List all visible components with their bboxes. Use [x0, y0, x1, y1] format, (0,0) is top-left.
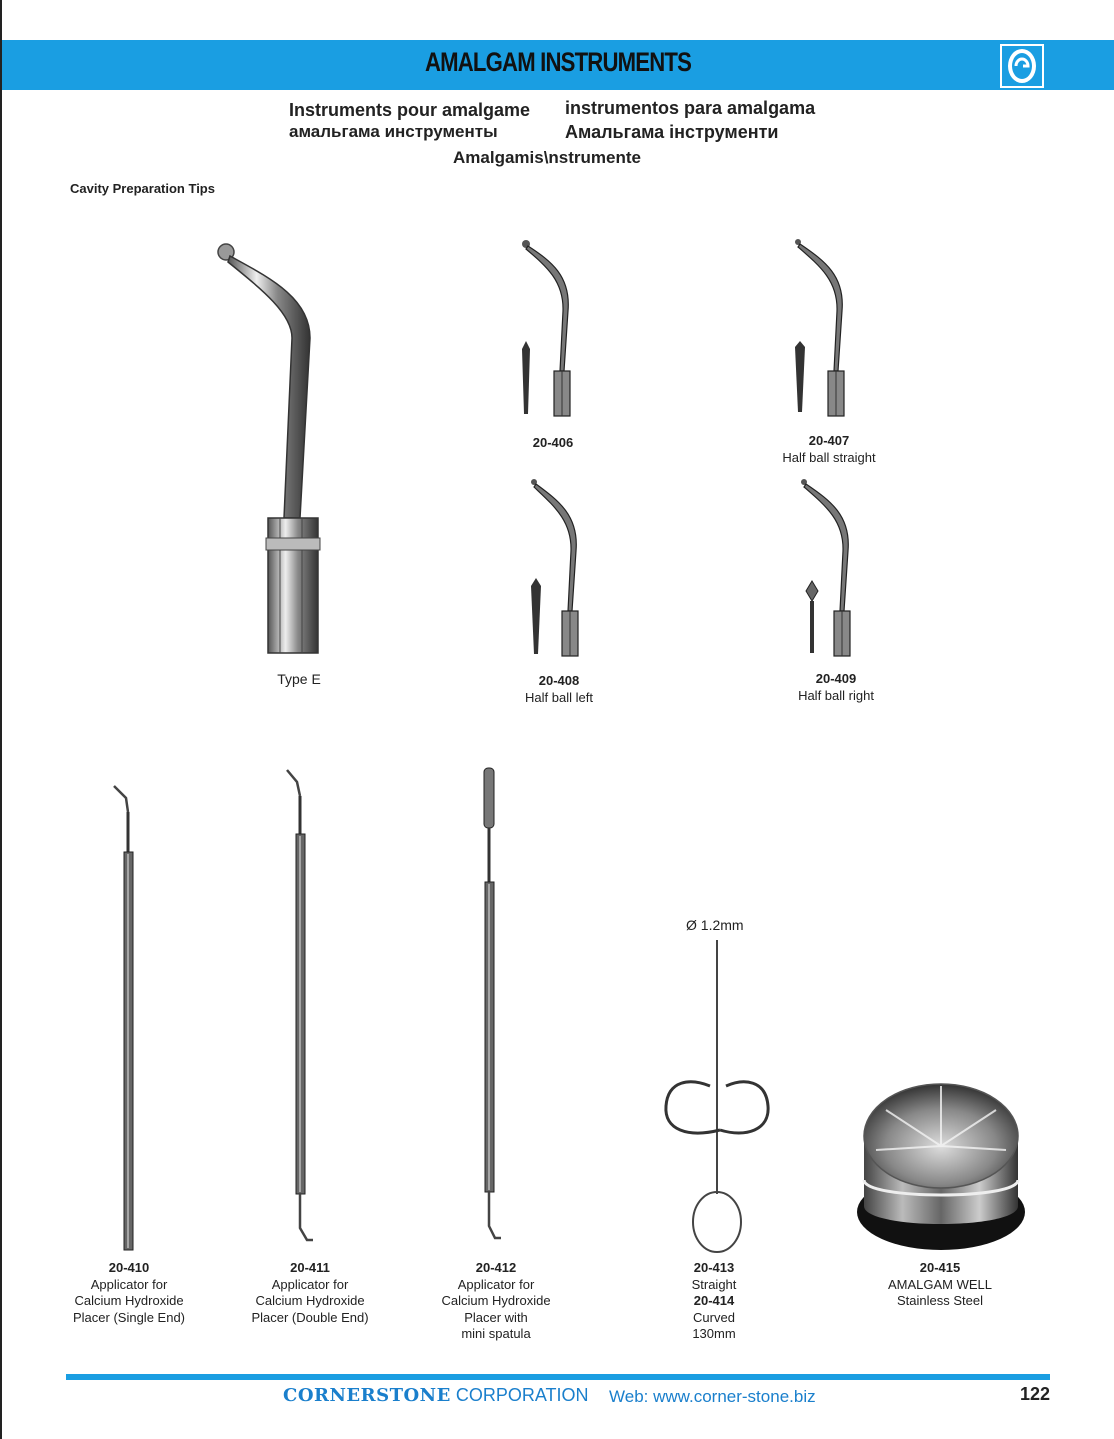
product-desc-20-415-line1: AMALGAM WELL	[887, 1276, 993, 1292]
product-code-20-407: 20-407	[808, 433, 850, 448]
tip-20-407-image	[795, 239, 845, 417]
brand-logo-icon	[1000, 44, 1044, 88]
product-desc-20-412-line2: Calcium Hydroxide	[441, 1293, 551, 1308]
caption-20-406: 20-406	[503, 435, 603, 452]
caption-20-407: 20-407 Half ball straight	[764, 433, 894, 466]
product-code-20-412: 20-412	[475, 1260, 517, 1275]
product-desc-20-410-line1: Applicator for	[90, 1276, 168, 1292]
product-desc-20-412-line1: Applicator for	[457, 1276, 535, 1292]
product-desc-20-410-line3: Placer (Single End)	[73, 1309, 185, 1325]
footer-company: CORNERSTONE CORPORATION	[283, 1385, 589, 1406]
footer-company-rest: CORPORATION	[455, 1385, 589, 1405]
product-code-20-409: 20-409	[815, 671, 857, 686]
product-desc-20-413: Straight	[691, 1276, 737, 1292]
tip-20-406-image	[522, 240, 571, 417]
page-border	[0, 0, 2, 1439]
product-code-20-415: 20-415	[919, 1260, 961, 1275]
product-desc-20-412-line3: Placer with	[464, 1309, 528, 1325]
page-number: 122	[1020, 1384, 1051, 1404]
caption-type-e-text: Type E	[277, 671, 321, 687]
subtitle-spanish: instrumentos para amalgama	[565, 98, 816, 118]
subtitle-german: Amalgamis\nstrumente	[453, 148, 641, 167]
type-e-tip-image	[217, 243, 321, 654]
subtitle-ukrainian: Амальгама інструменти	[565, 122, 779, 142]
footer-rule	[66, 1374, 1050, 1380]
caption-20-413-414: 20-413 Straight 20-414 Curved 130mm	[668, 1260, 760, 1343]
product-desc-20-411-line3: Placer (Double End)	[251, 1309, 369, 1325]
product-code-20-413: 20-413	[693, 1260, 735, 1275]
subtitle-french: Instruments pour amalgame	[289, 100, 531, 120]
product-size-130mm: 130mm	[692, 1326, 736, 1341]
tip-20-408-image	[531, 479, 579, 657]
caption-20-409: 20-409 Half ball right	[776, 671, 896, 704]
footer-website-link[interactable]: Web: www.corner-stone.biz	[609, 1387, 816, 1406]
header-bar: AMALGAM INSTRUMENTS	[2, 40, 1114, 90]
product-desc-20-412-line4: mini spatula	[461, 1326, 531, 1341]
footer-company-bold: CORNERSTONE	[283, 1385, 451, 1406]
amalgam-well-image	[857, 1083, 1025, 1250]
wire-diameter-label: Ø 1.2mm	[686, 917, 744, 933]
product-code-20-414: 20-414	[693, 1293, 735, 1308]
page-title: AMALGAM INSTRUMENTS	[424, 47, 692, 77]
caption-20-408: 20-408 Half ball left	[504, 673, 614, 706]
section-label: Cavity Preparation Tips	[70, 181, 215, 196]
product-desc-20-410-line2: Calcium Hydroxide	[74, 1293, 184, 1308]
caption-20-411: 20-411 Applicator for Calcium Hydroxide …	[236, 1260, 384, 1326]
caption-20-415: 20-415 AMALGAM WELL Stainless Steel	[870, 1260, 1010, 1310]
product-code-20-411: 20-411	[290, 1260, 330, 1275]
product-desc-20-408: Half ball left	[525, 689, 593, 705]
product-code-20-406: 20-406	[532, 435, 574, 450]
subtitle-russian: амальгама инструменты	[289, 122, 498, 141]
tip-20-409-image	[801, 479, 851, 657]
caption-20-410: 20-410 Applicator for Calcium Hydroxide …	[58, 1260, 200, 1326]
product-code-20-408: 20-408	[538, 673, 580, 688]
applicator-20-412-image	[483, 767, 501, 1240]
product-desc-20-415-line2: Stainless Steel	[897, 1293, 983, 1308]
product-desc-20-407: Half ball straight	[782, 449, 876, 465]
applicator-20-411-image	[286, 769, 313, 1242]
caption-type-e: Type E	[256, 671, 342, 688]
applicator-20-410-image	[113, 785, 134, 1251]
product-desc-20-409: Half ball right	[798, 687, 874, 703]
wire-20-413-image	[664, 940, 770, 1253]
product-desc-20-414: Curved	[693, 1309, 735, 1325]
product-desc-20-411-line1: Applicator for	[271, 1276, 349, 1292]
product-desc-20-411-line2: Calcium Hydroxide	[255, 1293, 365, 1308]
product-code-20-410: 20-410	[108, 1260, 150, 1275]
caption-20-412: 20-412 Applicator for Calcium Hydroxide …	[426, 1260, 566, 1343]
